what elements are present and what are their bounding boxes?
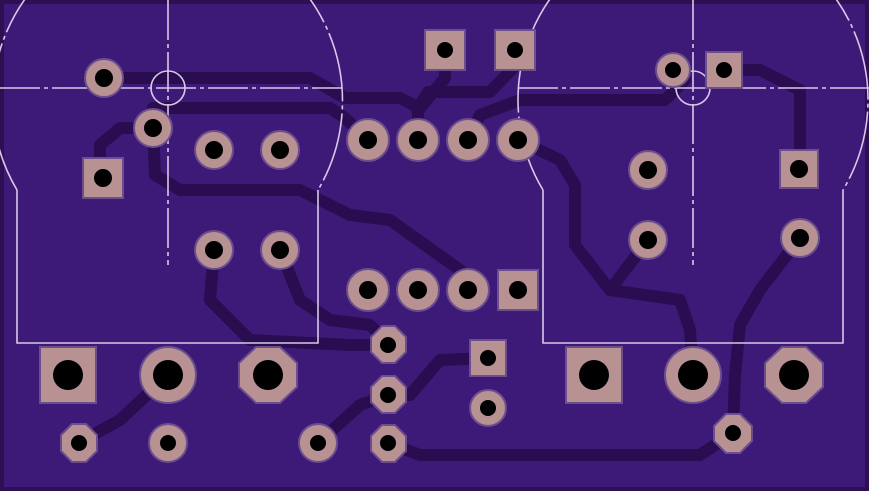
- drill-hole: [509, 281, 527, 299]
- drill-hole: [716, 62, 732, 78]
- drill-hole: [271, 141, 289, 159]
- drill-holes: [53, 42, 809, 451]
- component-outline-left-circle: [0, 0, 344, 191]
- trace: [98, 44, 451, 114]
- trace: [512, 134, 699, 381]
- drill-hole: [359, 281, 377, 299]
- drill-hole: [507, 42, 523, 58]
- drill-hole: [95, 69, 113, 87]
- component-outline-right-box: [542, 190, 844, 344]
- center-mark-left: [150, 70, 186, 106]
- square-pad: [705, 51, 743, 89]
- drill-hole: [53, 360, 83, 390]
- drill-hole: [380, 337, 396, 353]
- drill-hole: [790, 160, 808, 178]
- drill-hole: [144, 119, 162, 137]
- drill-hole: [678, 360, 708, 390]
- drill-hole: [71, 435, 87, 451]
- drill-hole: [791, 229, 809, 247]
- drill-hole: [480, 350, 496, 366]
- drill-hole: [153, 360, 183, 390]
- drill-hole: [459, 281, 477, 299]
- trace: [147, 122, 474, 296]
- component-outline-right-circle: [517, 0, 869, 191]
- drill-hole: [310, 435, 326, 451]
- silkscreen: [0, 0, 869, 344]
- drill-hole: [380, 387, 396, 403]
- drill-hole: [639, 231, 657, 249]
- drill-hole: [271, 241, 289, 259]
- component-outline-left-box: [16, 190, 319, 344]
- drill-hole: [459, 131, 477, 149]
- drill-hole: [579, 360, 609, 390]
- drill-hole: [665, 62, 681, 78]
- drill-hole: [779, 360, 809, 390]
- drill-hole: [160, 435, 176, 451]
- trace: [204, 244, 396, 351]
- drill-hole: [94, 169, 112, 187]
- drill-hole: [480, 400, 496, 416]
- drill-hole: [509, 131, 527, 149]
- drill-hole: [725, 425, 741, 441]
- drill-hole: [380, 435, 396, 451]
- drill-hole: [409, 281, 427, 299]
- drill-hole: [205, 241, 223, 259]
- drill-hole: [437, 42, 453, 58]
- drill-hole: [253, 360, 283, 390]
- drill-hole: [639, 161, 657, 179]
- drill-hole: [205, 141, 223, 159]
- drill-hole: [409, 131, 427, 149]
- trace: [727, 232, 806, 439]
- drill-hole: [359, 131, 377, 149]
